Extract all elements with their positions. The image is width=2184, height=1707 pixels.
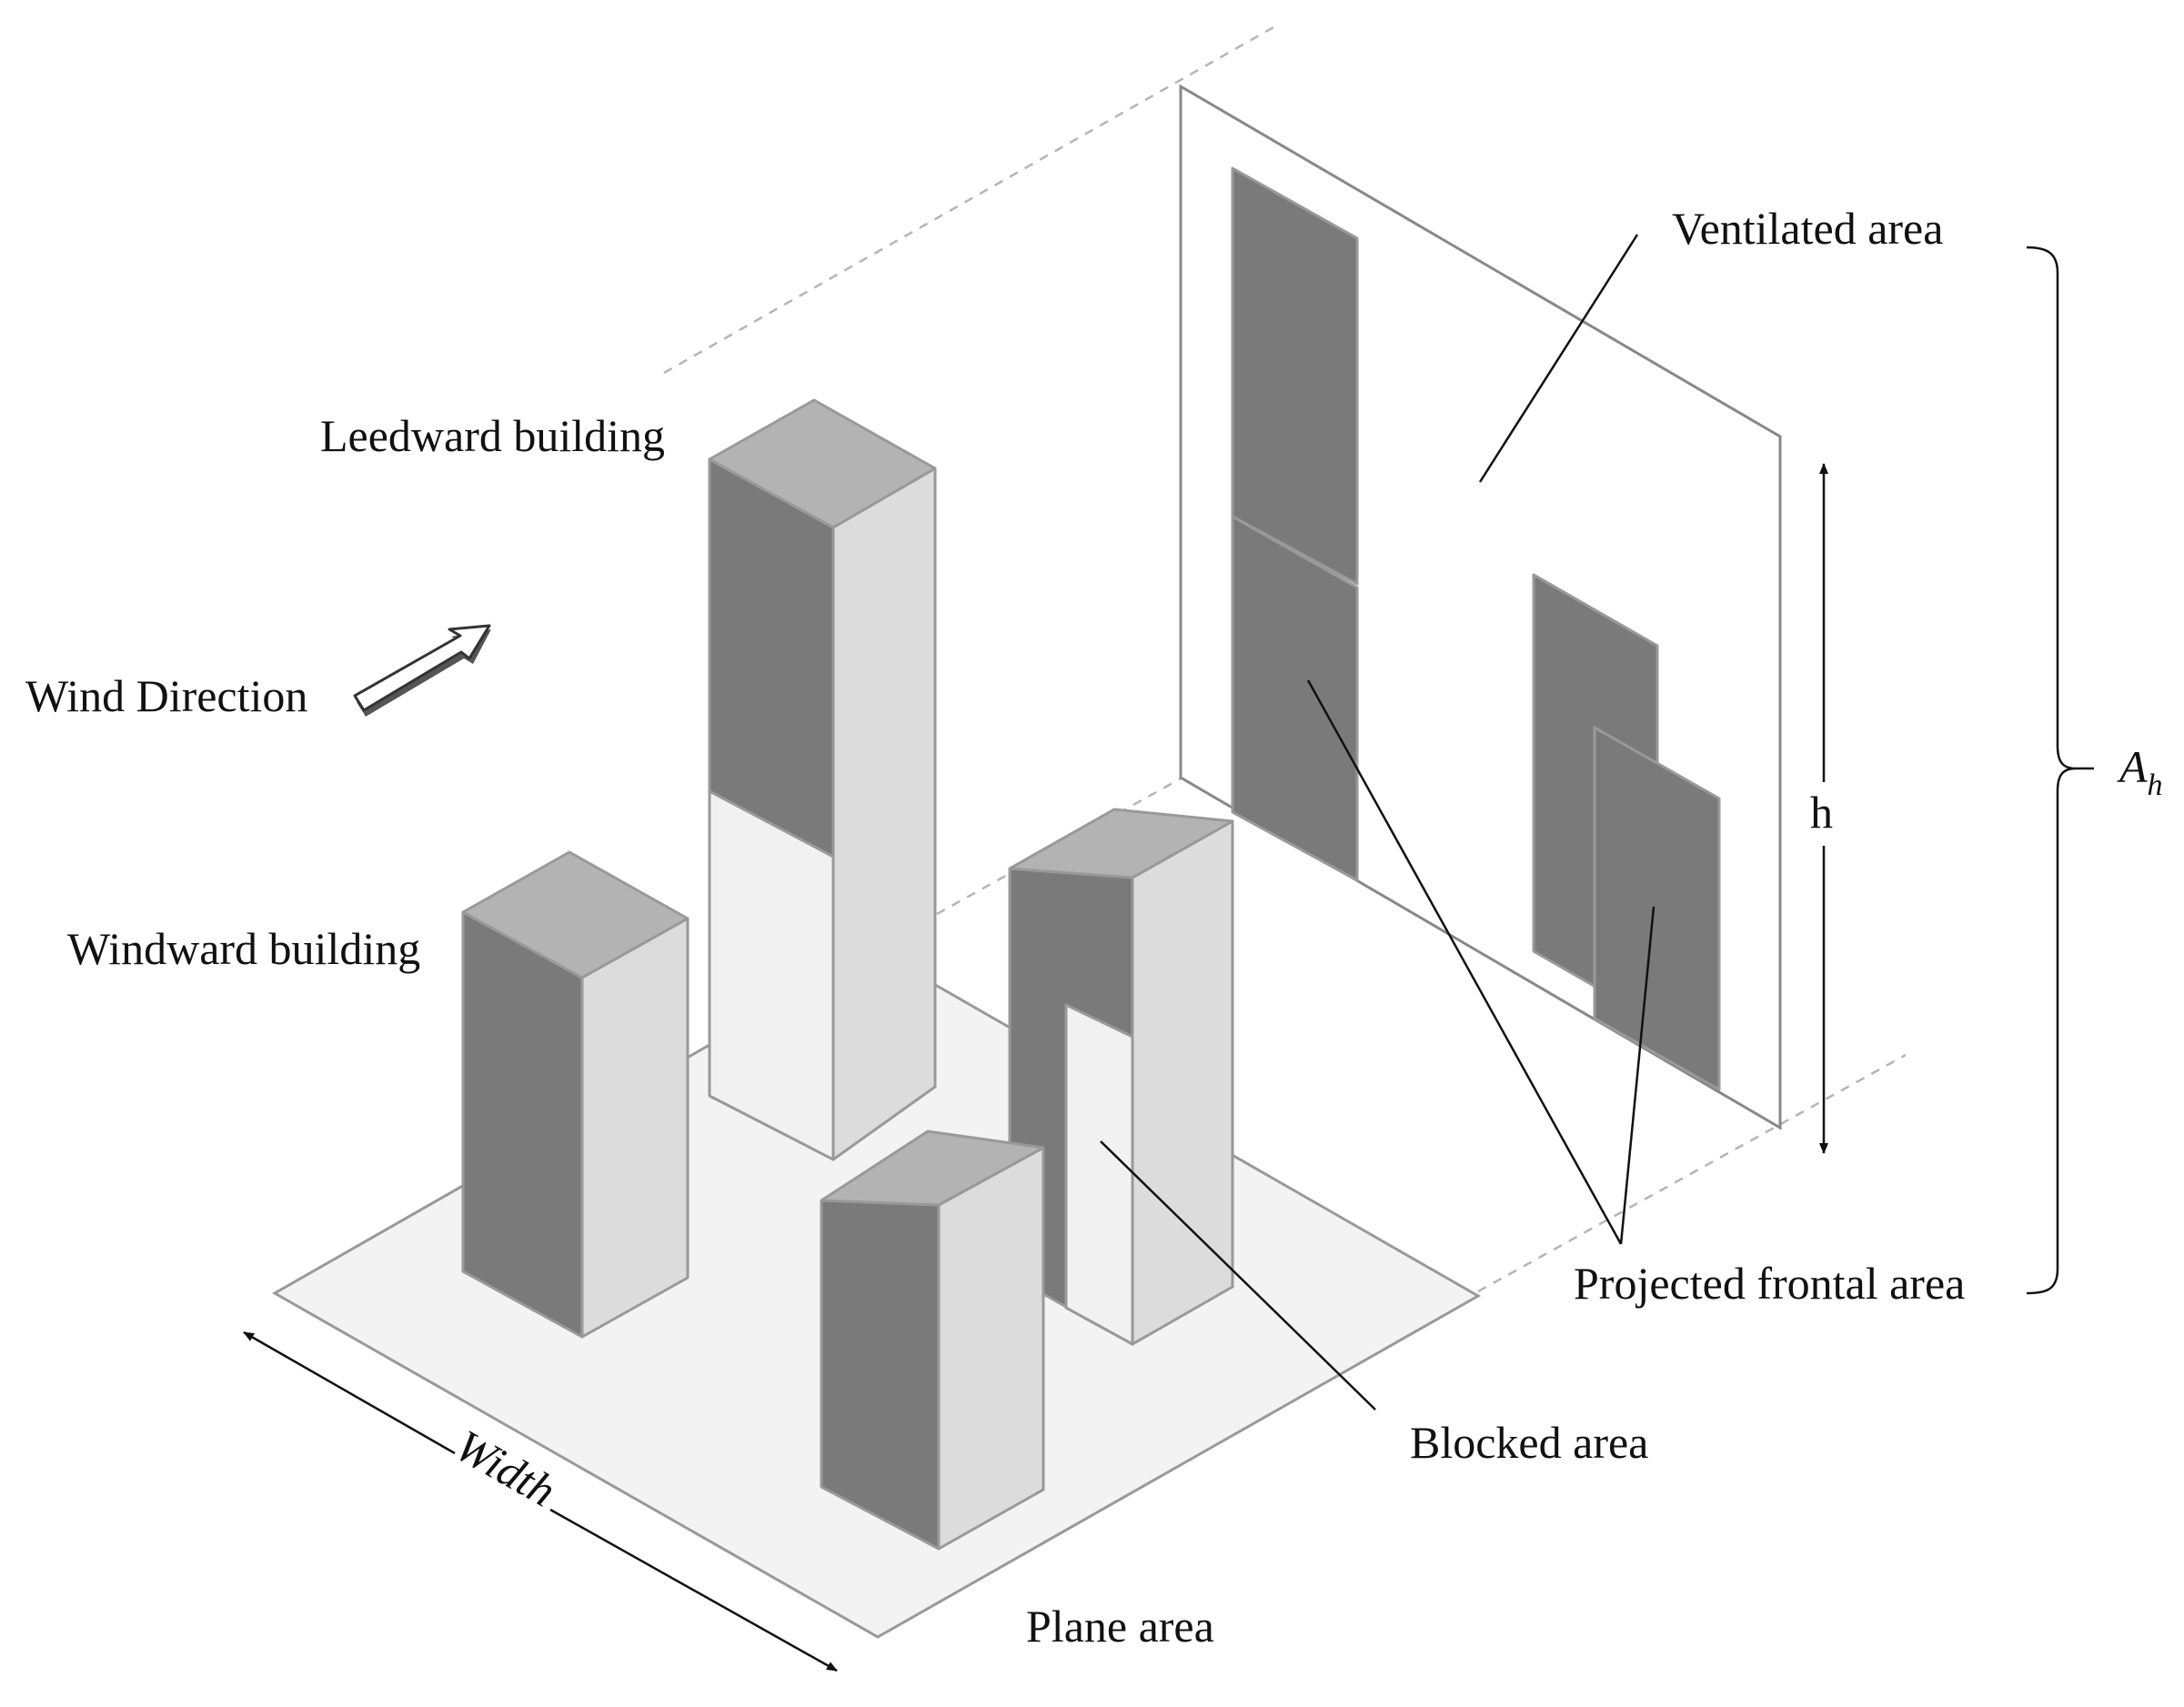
block-arrow-icon <box>353 624 491 717</box>
ah-bracket <box>2026 246 2077 1295</box>
front-building-front-face <box>820 1199 941 1551</box>
width-arrow-right <box>549 1508 838 1672</box>
height-label: h <box>1810 787 1833 838</box>
front-building <box>820 1130 1045 1551</box>
windward-building-front-face <box>461 910 584 1339</box>
ventilated-leader-line <box>1478 234 1639 483</box>
windward-building-label: Windward building <box>67 923 420 974</box>
projected-area-tall-upper <box>1231 166 1359 586</box>
blocked-leader-line <box>1100 1140 1376 1411</box>
projection-panel <box>1179 84 1782 1130</box>
leeward-building-right-face <box>831 467 937 1161</box>
wind-direction-label: Wind Direction <box>25 670 307 721</box>
ventilated-area-label: Ventilated area <box>1672 203 1943 254</box>
projected-frontal-area-label: Projected frontal area <box>1574 1258 1965 1309</box>
front-building-top <box>820 1130 1045 1207</box>
projected-leader-line-right <box>1619 906 1656 1245</box>
plane-area-label: Plane area <box>1026 1601 1214 1652</box>
windward-building-right-face <box>580 917 689 1339</box>
projected-area-tall-lower <box>1231 515 1359 882</box>
projection-guide-top <box>663 25 1274 375</box>
front-building-right-face <box>937 1146 1045 1551</box>
windward-building <box>461 850 689 1339</box>
middle-building-right-face <box>1131 819 1234 1346</box>
ah-label: Ah <box>2117 741 2163 802</box>
projected-area-front <box>1593 726 1721 1091</box>
windward-building-top <box>461 850 689 979</box>
middle-building-blocked-face <box>1064 1003 1134 1346</box>
leeward-building-front-face-upper <box>708 457 835 859</box>
leeward-building <box>708 398 937 1161</box>
leeward-building-top <box>708 398 937 529</box>
width-arrow-left <box>243 1330 456 1455</box>
middle-building-top <box>1008 808 1234 879</box>
leeward-building-blocked-face <box>708 789 835 1161</box>
projection-guide-bottom <box>1477 1053 1907 1293</box>
leedward-building-label: Leedward building <box>320 410 665 461</box>
blocked-area-label: Blocked area <box>1410 1417 1648 1468</box>
projected-leader-line-left <box>1306 679 1623 1245</box>
